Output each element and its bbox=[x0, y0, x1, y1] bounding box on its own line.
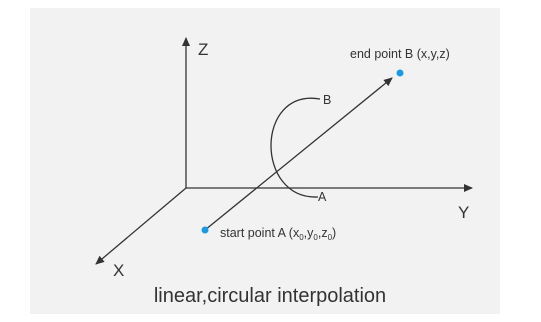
end-point-b-dot bbox=[396, 69, 404, 77]
linear-path bbox=[204, 77, 393, 231]
start-sub-y: 0 bbox=[313, 233, 318, 242]
start-comma-z: ,z bbox=[318, 226, 328, 240]
circular-arc bbox=[270, 97, 321, 198]
diagram-caption: linear,circular interpolation bbox=[154, 285, 386, 307]
start-label-prefix: start point A (x bbox=[220, 226, 300, 240]
x-axis bbox=[95, 187, 187, 265]
diagram-canvas bbox=[30, 8, 500, 314]
start-comma-y: ,y bbox=[304, 226, 314, 240]
arc-label-a: A bbox=[318, 190, 327, 204]
end-point-label: end point B (x,y,z) bbox=[350, 47, 450, 61]
y-axis-label: Y bbox=[458, 203, 469, 222]
start-sub-z: 0 bbox=[328, 233, 333, 242]
start-point-label: start point A (x0,y0,z0) bbox=[220, 226, 336, 242]
x-axis-label: X bbox=[113, 261, 124, 280]
start-point-a-dot bbox=[201, 226, 209, 234]
start-close: ) bbox=[332, 226, 336, 240]
start-sub-x: 0 bbox=[299, 233, 304, 242]
arc-label-b: B bbox=[323, 93, 331, 107]
z-axis-label: Z bbox=[198, 40, 208, 59]
